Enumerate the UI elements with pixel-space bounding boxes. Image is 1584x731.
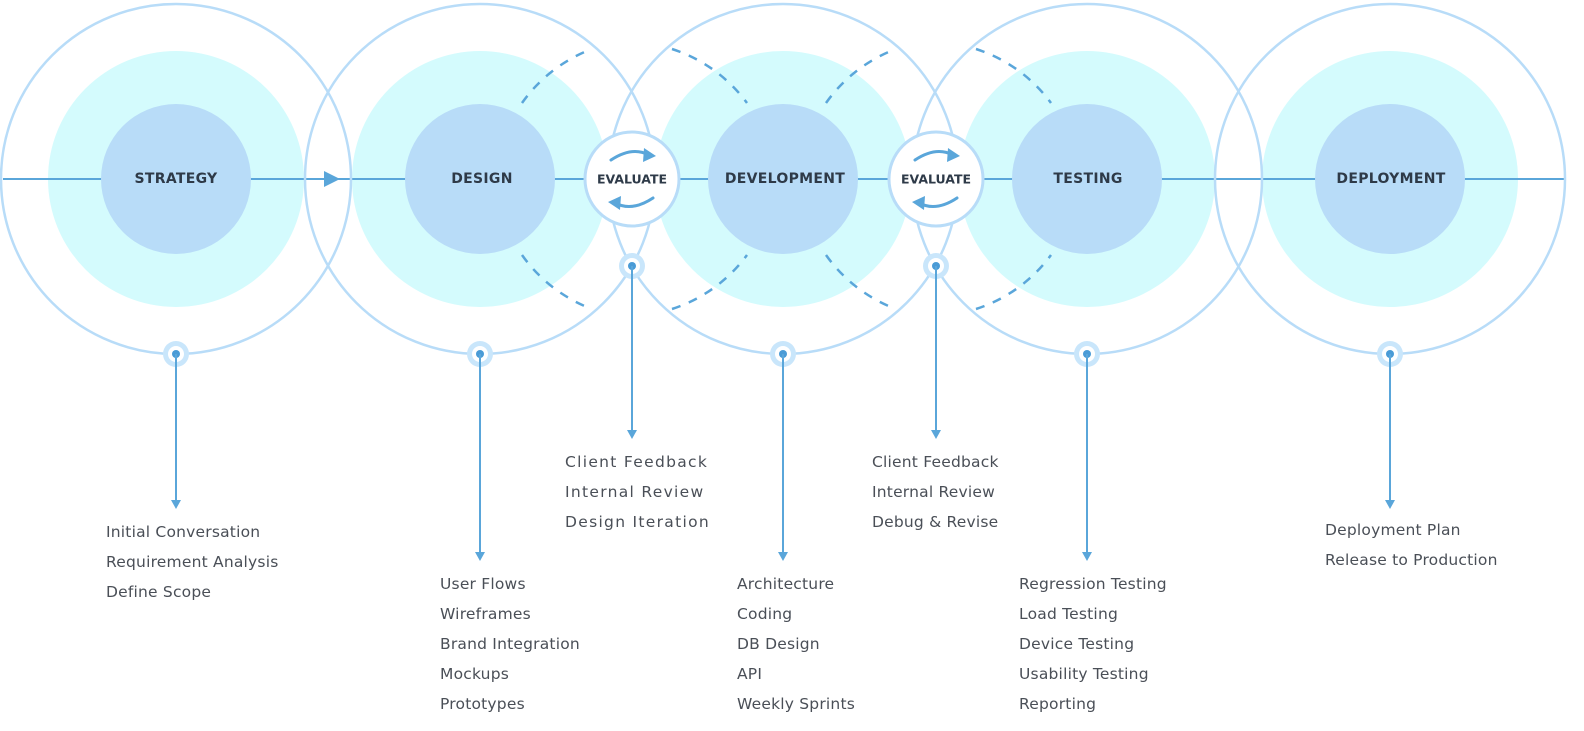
list-item: Debug & Revise [872, 513, 999, 531]
strategy-arrow-icon [171, 500, 181, 509]
cycle-arrowhead-icon [947, 148, 960, 162]
list-item: Mockups [440, 665, 510, 683]
evaluate-label-2: EVALUATE [900, 171, 972, 187]
core-design [405, 104, 555, 254]
dashed-arc [824, 254, 897, 311]
evaluate-1-arrow-icon [627, 430, 637, 439]
list-item: Client Feedback [872, 453, 999, 471]
list-item: Release to Production [1325, 551, 1498, 569]
testing-items: Regression Testing Load Testing Device T… [1019, 569, 1167, 719]
list-item: Usability Testing [1019, 665, 1149, 683]
list-item: Initial Conversation [106, 523, 261, 541]
list-item: Architecture [737, 575, 835, 593]
list-item: Design Iteration [565, 513, 710, 531]
evaluate-1-items: Client Feedback Internal Review Design I… [565, 447, 710, 537]
testing-arrow-icon [1082, 552, 1092, 561]
stage-label-deployment: DEPLOYMENT [1336, 171, 1446, 187]
dashed-arc [520, 254, 593, 311]
list-item: Internal Review [565, 483, 705, 501]
list-item: Wireframes [440, 605, 531, 623]
list-item: DB Design [737, 635, 820, 653]
list-item: Coding [737, 605, 793, 623]
stage-label-design: DESIGN [451, 171, 513, 187]
core-deployment [1315, 104, 1465, 254]
stage-label-strategy: STRATEGY [134, 171, 218, 187]
list-item: User Flows [440, 575, 526, 593]
evaluate-label-1: EVALUATE [596, 171, 668, 187]
list-item: Weekly Sprints [737, 695, 856, 713]
list-item: Load Testing [1019, 605, 1119, 623]
evaluate-node-2 [887, 130, 985, 228]
list-item: Device Testing [1019, 635, 1135, 653]
stage-label-testing: TESTING [1053, 171, 1123, 187]
list-item: API [737, 665, 763, 683]
list-item: Requirement Analysis [106, 553, 279, 571]
cycle-arrowhead-icon [608, 196, 621, 210]
core-development [708, 104, 858, 254]
development-items: Architecture Coding DB Design API Weekly… [737, 569, 855, 719]
design-items: User Flows Wireframes Brand Integration … [440, 569, 580, 719]
list-item: Client Feedback [565, 453, 709, 471]
list-item: Internal Review [872, 483, 995, 501]
list-item: Reporting [1019, 695, 1097, 713]
stage-label-development: DEVELOPMENT [724, 171, 846, 187]
cycle-arrowhead-icon [643, 148, 656, 162]
list-item: Prototypes [440, 695, 525, 713]
list-item: Deployment Plan [1325, 521, 1461, 539]
strategy-items: Initial Conversation Requirement Analysi… [106, 517, 278, 607]
evaluate-2-items: Client Feedback Internal Review Debug & … [872, 447, 999, 537]
dashed-arc [824, 47, 897, 104]
deployment-arrow-icon [1385, 500, 1395, 509]
development-arrow-icon [778, 552, 788, 561]
list-item: Define Scope [106, 583, 212, 601]
dashed-arc [520, 47, 593, 104]
core-testing [1012, 104, 1162, 254]
deployment-items: Deployment Plan Release to Production [1325, 515, 1498, 575]
core-strategy [101, 104, 251, 254]
arrowhead-icon [324, 171, 340, 187]
list-item: Regression Testing [1019, 575, 1167, 593]
evaluate-2-arrow-icon [931, 430, 941, 439]
cycle-arrowhead-icon [912, 196, 925, 210]
evaluate-node-1 [583, 130, 681, 228]
design-arrow-icon [475, 552, 485, 561]
list-item: Brand Integration [440, 635, 580, 653]
